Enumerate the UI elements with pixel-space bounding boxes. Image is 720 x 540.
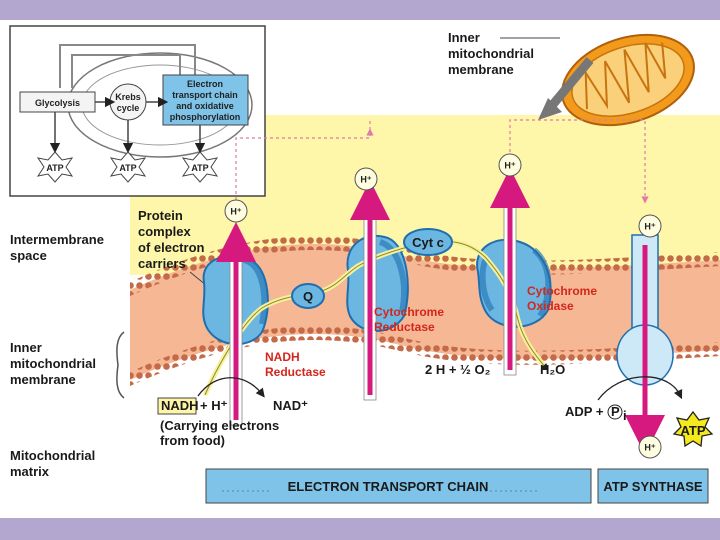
proton-pump-1	[216, 222, 256, 426]
inset-etc-box	[162, 74, 249, 126]
footer-etc: ELECTRON TRANSPORT CHAIN	[205, 468, 592, 504]
proton-pump-2	[350, 180, 390, 401]
matrix-label-1: Mitochondrial	[10, 448, 95, 463]
protein-complex-line4: carriers	[138, 256, 186, 271]
proton-path-1	[235, 128, 374, 200]
svg-text:H⁺: H⁺	[504, 161, 515, 171]
pi-sub-label: i	[623, 408, 627, 423]
water-equation: 2 H + ½ O₂	[425, 362, 491, 377]
nadh-reductase-label-2: Reductase	[265, 365, 326, 379]
membrane-band	[130, 244, 720, 380]
mito-label-line3: membrane	[448, 62, 514, 77]
cyt-reductase-label-1: Cytochrome	[374, 305, 444, 319]
inset-atp-2: ATP	[109, 151, 147, 183]
cytochrome-c: Cyt c	[403, 228, 453, 256]
inset-krebs-line1: Krebs	[115, 92, 141, 102]
nadh-box	[157, 397, 197, 415]
svg-text:H⁺: H⁺	[644, 443, 655, 453]
membrane-bracket	[116, 331, 125, 399]
hplus-4: H⁺	[638, 214, 662, 238]
inset-atp-3: ATP	[181, 151, 219, 183]
hplus-2: H⁺	[354, 167, 378, 191]
svg-text:ATP: ATP	[191, 163, 208, 173]
ubiquinone-q: Q	[291, 283, 325, 309]
proton-path-3	[509, 119, 649, 204]
inset-atp-1: ATP	[36, 151, 74, 183]
mito-pointer-arrow	[546, 57, 594, 111]
mito-label-line1: Inner	[448, 30, 480, 45]
hplus-3: H⁺	[498, 153, 522, 177]
svg-text:ELECTRON TRANSPORT CHAIN: ELECTRON TRANSPORT CHAIN	[288, 479, 489, 494]
matrix-label-2: matrix	[10, 464, 50, 479]
svg-text:H⁺: H⁺	[230, 207, 241, 217]
protein-complex-line1: Protein	[138, 208, 183, 223]
inset-krebs	[109, 83, 147, 121]
pi-label: P	[611, 404, 620, 419]
svg-text:ATP: ATP	[680, 423, 705, 438]
adp-label: ADP +	[565, 404, 604, 419]
nad-label: NAD⁺	[273, 398, 308, 413]
cyt-reductase-label-2: Reductase	[374, 320, 435, 334]
inner-membrane-label-2: mitochondrial	[10, 356, 96, 371]
hplus-5: H⁺	[638, 435, 662, 459]
nadh-label: NADH	[161, 398, 199, 413]
hplus-1: H⁺	[224, 199, 248, 223]
footer-atp-synthase: ATP SYNTHASE	[597, 468, 709, 504]
inset-etc-line1: Electron	[187, 79, 223, 89]
svg-text:H⁺: H⁺	[360, 175, 371, 185]
mito-label-line2: mitochondrial	[448, 46, 534, 61]
svg-text:H⁺: H⁺	[644, 222, 655, 232]
svg-text:ATP SYNTHASE: ATP SYNTHASE	[603, 479, 703, 494]
nadh-reductase-label-1: NADH	[265, 350, 300, 364]
inset-glycolysis-label: Glycolysis	[35, 98, 80, 108]
nadh-conversion-arrow	[197, 377, 265, 398]
inner-membrane-label-1: Inner	[10, 340, 42, 355]
carrying-line2: from food)	[160, 433, 225, 448]
intermembrane-label-2: space	[10, 248, 47, 263]
inset-etc-line3: and oxidative	[176, 101, 234, 111]
inset-etc-line4: phosphorylation	[170, 112, 241, 122]
svg-text:ATP: ATP	[46, 163, 63, 173]
carrying-line1: (Carrying electrons	[160, 418, 279, 433]
membrane-bottom-leaflet	[130, 326, 720, 386]
protein-complex-line2: complex	[138, 224, 192, 239]
proton-pump-3	[490, 168, 530, 376]
inner-membrane-label-3: membrane	[10, 372, 76, 387]
intermembrane-label-1: Intermembrane	[10, 232, 104, 247]
svg-text:Q: Q	[303, 289, 313, 304]
atp-synthesis-arrow	[597, 376, 683, 401]
membrane-top-leaflet	[130, 236, 720, 296]
svg-text:ATP: ATP	[119, 163, 136, 173]
inset-etc-line2: transport chain	[172, 90, 238, 100]
plus-h-label: + H⁺	[200, 398, 228, 413]
slide: Glycolysis Krebs cycle Electron transpor…	[0, 20, 720, 518]
pi-circle	[607, 404, 623, 420]
atp-star-icon: ATP	[672, 410, 714, 448]
inset-krebs-line2: cycle	[117, 103, 140, 113]
etc-diagram: Glycolysis Krebs cycle Electron transpor…	[9, 25, 720, 504]
cyt-oxidase-label-1: Cytochrome	[527, 284, 597, 298]
overview-inset: Glycolysis Krebs cycle Electron transpor…	[9, 25, 266, 197]
protein-complex-line3: of electron	[138, 240, 205, 255]
cyt-oxidase-label-2: Oxidase	[527, 299, 574, 313]
water-product: H₂O	[540, 362, 565, 377]
svg-text:Cyt c: Cyt c	[412, 235, 444, 250]
mitochondrion-icon	[561, 33, 695, 127]
